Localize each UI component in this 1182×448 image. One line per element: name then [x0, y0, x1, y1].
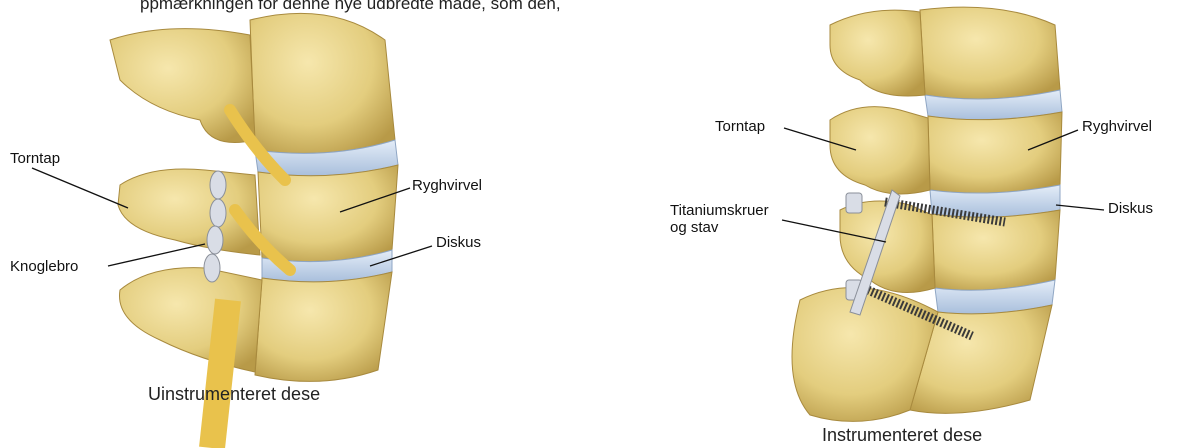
caption-right: Instrumenteret dese: [822, 425, 982, 446]
left-spine-illustration: Torntap Ryghvirvel Knoglebro Diskus Uins…: [0, 0, 520, 448]
spinal-nerve-trunk: [212, 300, 228, 448]
label-og-stav: og stav: [670, 219, 718, 236]
label-knoglebro: Knoglebro: [10, 258, 78, 275]
label-ryghvirvel: Ryghvirvel: [412, 177, 482, 194]
spinous-process-upper: [830, 107, 930, 194]
vertebra-body-top: [920, 7, 1060, 99]
leader-torntap: [32, 168, 128, 208]
posterior-element-top: [830, 10, 925, 96]
label-titaniumskruer: Titaniumskruer: [670, 202, 769, 219]
leader-diskus: [1056, 205, 1104, 210]
label-ryghvirvel: Ryghvirvel: [1082, 118, 1152, 135]
caption-left: Uinstrumenteret dese: [148, 384, 320, 405]
spinous-process-bottom: [120, 268, 263, 372]
label-diskus: Diskus: [1108, 200, 1153, 217]
right-spine-drawing: [660, 0, 1182, 448]
vertebra-body-bottom: [255, 272, 392, 381]
leader-knoglebro: [108, 244, 205, 266]
label-torntap: Torntap: [715, 118, 765, 135]
label-diskus: Diskus: [436, 234, 481, 251]
vertebra-body-top: [250, 13, 395, 153]
left-spine-drawing: [0, 0, 520, 448]
label-torntap: Torntap: [10, 150, 60, 167]
right-spine-illustration: Torntap Ryghvirvel Titaniumskruer og sta…: [660, 0, 1182, 448]
vertebra-body-second: [928, 112, 1062, 193]
